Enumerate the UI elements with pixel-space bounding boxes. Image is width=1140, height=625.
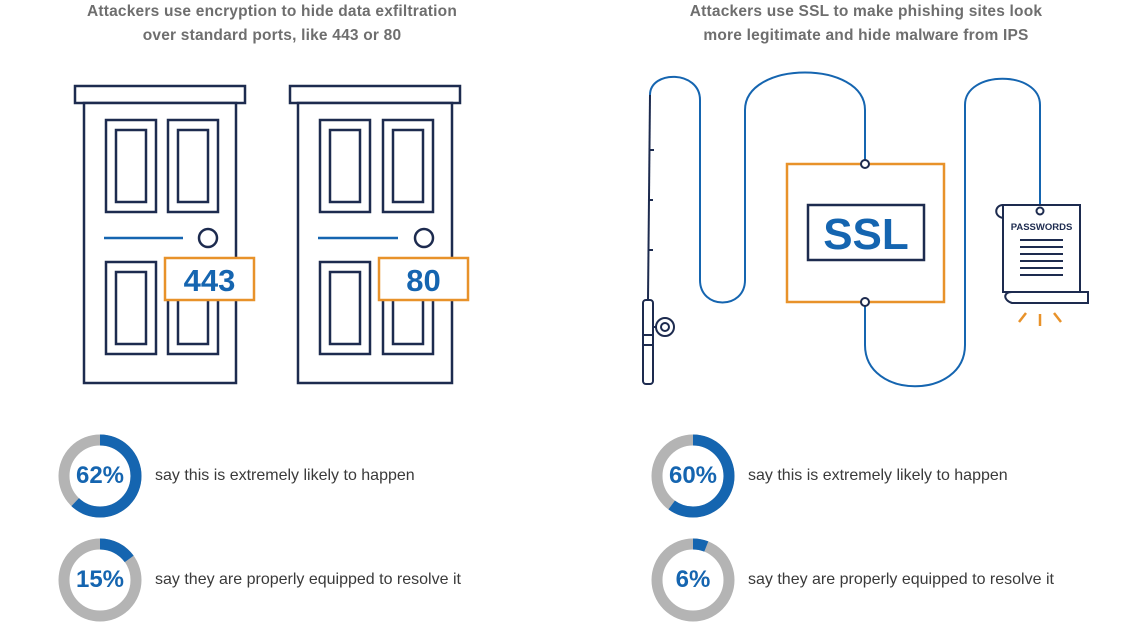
door-443-cap bbox=[73, 84, 247, 105]
fishing-line bbox=[649, 71, 1041, 388]
stat-left-likely: 62% say this is extremely likely to happ… bbox=[57, 431, 415, 521]
stat-ring: 60% bbox=[650, 433, 736, 519]
passwords-document-icon: PASSWORDS bbox=[995, 204, 1089, 304]
left-title-line2: over standard ports, like 443 or 80 bbox=[142, 27, 402, 44]
ssl-label: SSL bbox=[823, 210, 909, 259]
stat-caption: say this is extremely likely to happen bbox=[748, 467, 1008, 484]
right-title-line2: more legitimate and hide malware from IP… bbox=[703, 27, 1029, 44]
progress-ring bbox=[58, 434, 142, 518]
door-80-port-label: 80 bbox=[406, 263, 440, 298]
illustration-canvas: 443 80 SSL bbox=[73, 71, 1089, 388]
door-80-cap bbox=[288, 84, 462, 105]
door-443-illustration bbox=[73, 84, 247, 385]
left-panel-title: Attackers use encryption to hide data ex… bbox=[42, 0, 502, 48]
stat-value: 6% bbox=[675, 566, 711, 593]
stat-right-equipped: 6% say they are properly equipped to res… bbox=[650, 535, 1054, 625]
stat-ring: 15% bbox=[57, 537, 143, 623]
stat-caption: say this is extremely likely to happen bbox=[155, 467, 415, 484]
document-label: PASSWORDS bbox=[1011, 222, 1073, 233]
fishing-reel-icon bbox=[655, 317, 675, 337]
stat-value: 60% bbox=[668, 462, 718, 489]
door-80-illustration bbox=[288, 84, 462, 385]
stat-ring: 6% bbox=[650, 537, 736, 623]
stat-caption: say they are properly equipped to resolv… bbox=[155, 571, 461, 588]
door-443-tag: 443 bbox=[163, 256, 256, 302]
door-443-port-label: 443 bbox=[184, 263, 236, 298]
stat-caption: say they are properly equipped to resolv… bbox=[748, 571, 1054, 588]
progress-ring bbox=[651, 538, 735, 622]
right-title-line1: Attackers use SSL to make phishing sites… bbox=[689, 3, 1043, 20]
stat-right-likely: 60% say this is extremely likely to happ… bbox=[650, 431, 1008, 521]
document-glow-rays bbox=[1018, 312, 1062, 326]
progress-ring bbox=[651, 434, 735, 518]
right-panel-title: Attackers use SSL to make phishing sites… bbox=[636, 0, 1096, 48]
ssl-box: SSL bbox=[785, 159, 946, 307]
progress-ring bbox=[58, 538, 142, 622]
door-80-knob bbox=[413, 227, 435, 249]
door-443-knob bbox=[197, 227, 219, 249]
stat-value: 15% bbox=[75, 566, 125, 593]
door-80-tag: 80 bbox=[377, 256, 470, 302]
stat-value: 62% bbox=[75, 462, 125, 489]
left-title-line1: Attackers use encryption to hide data ex… bbox=[86, 3, 458, 20]
stat-ring: 62% bbox=[57, 433, 143, 519]
stat-left-equipped: 15% say they are properly equipped to re… bbox=[57, 535, 461, 625]
fishing-rod-icon bbox=[642, 94, 675, 385]
